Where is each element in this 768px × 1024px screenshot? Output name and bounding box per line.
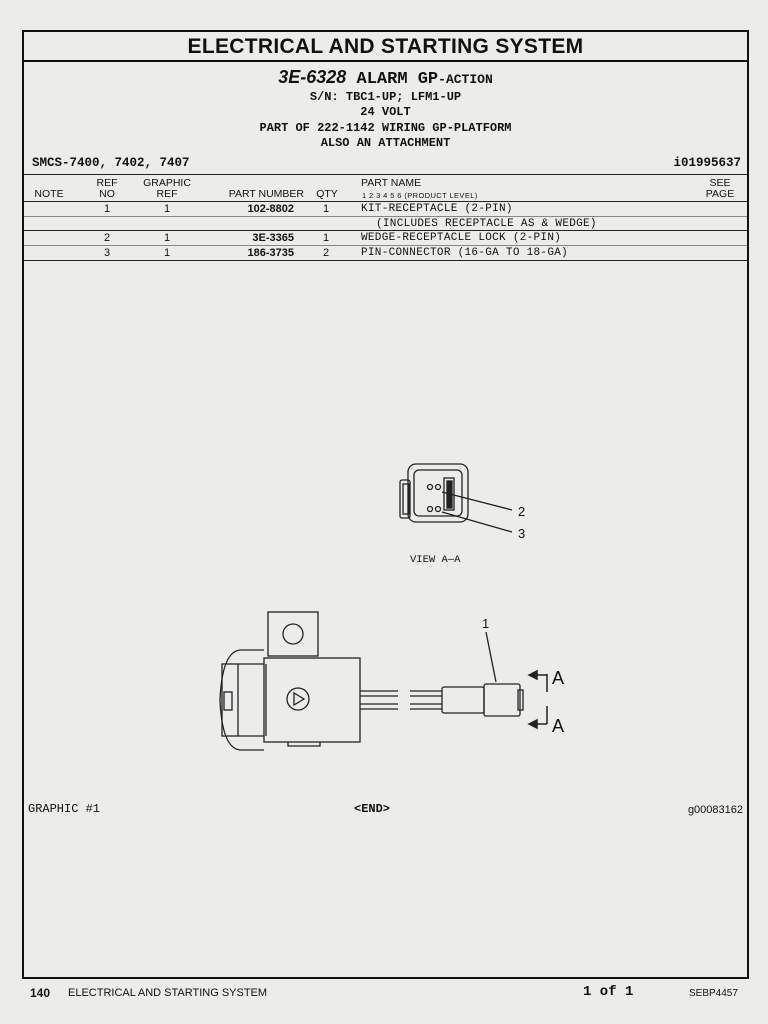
end-marker: <END> <box>354 802 391 816</box>
group-heading: 3E-6328 ALARM GP-ACTION <box>24 67 747 89</box>
footer-section-name: ELECTRICAL AND STARTING SYSTEM <box>68 987 268 999</box>
row-part-number: 102-8802 <box>247 203 295 215</box>
page-title: ELECTRICAL AND STARTING SYSTEM <box>24 32 747 62</box>
graphic-number: g00083162 <box>687 804 743 816</box>
page-number: 140 <box>30 986 51 1000</box>
table-row: 1 1 102-8802 1 KIT-RECEPTACLE (2-PIN) <box>24 202 747 216</box>
page-count: 1 of 1 <box>583 984 634 1000</box>
row-qty: 1 <box>322 203 330 215</box>
parts-illustration: 2 3 1 A A VIEW A—A <box>219 463 564 751</box>
row-rule <box>24 216 747 217</box>
part-of: PART OF 222-1142 WIRING GP-PLATFORM <box>259 121 512 135</box>
group-name: ALARM GP <box>356 70 439 89</box>
col-header-product-level: 1 2 3 4 5 6 (PRODUCT LEVEL) <box>362 191 478 200</box>
row-ref: 1 <box>103 203 111 215</box>
callout-2: 2 <box>518 504 525 519</box>
col-header-ref-2: NO <box>99 188 115 200</box>
alarm-body <box>219 611 361 751</box>
wire-harness <box>360 631 524 717</box>
group-suffix: -ACTION <box>438 72 493 87</box>
row-part-number: 186-3735 <box>247 247 295 259</box>
smcs-codes: SMCS-7400, 7402, 7407 <box>32 156 190 170</box>
col-header-ref-1: REF <box>96 177 118 189</box>
table-top-rule <box>24 174 747 175</box>
row-part-number: 3E-3365 <box>252 232 294 244</box>
col-header-graphic-2: REF <box>156 188 178 200</box>
col-header-graphic-1: GRAPHIC <box>143 177 191 189</box>
row-ref: 2 <box>103 232 111 244</box>
row-qty: 1 <box>322 232 330 244</box>
col-header-qty: QTY <box>316 188 338 200</box>
table-row: 2 1 3E-3365 1 WEDGE-RECEPTACLE LOCK (2-P… <box>24 231 747 245</box>
row-rule <box>24 230 747 231</box>
attachment-note: ALSO AN ATTACHMENT <box>320 136 451 150</box>
group-part-number: 3E-6328 <box>278 67 347 87</box>
row-qty: 2 <box>322 247 330 259</box>
table-bottom-rule <box>24 260 747 261</box>
col-header-note: NOTE <box>34 188 64 200</box>
callout-1: 1 <box>482 616 489 631</box>
table-row: (INCLUDES RECEPTACLE AS & WEDGE) <box>24 217 747 231</box>
table-row: 3 1 186-3735 2 PIN-CONNECTOR (16-GA TO 1… <box>24 246 747 260</box>
row-part-name: WEDGE-RECEPTACLE LOCK (2-PIN) <box>361 232 562 244</box>
voltage: 24 VOLT <box>360 105 411 119</box>
row-graphic-ref: 1 <box>163 232 171 244</box>
col-header-see-2: PAGE <box>705 188 735 200</box>
col-header-see-1: SEE <box>709 177 731 189</box>
header-bottom-rule <box>24 201 747 202</box>
document-ident: i01995637 <box>673 156 741 170</box>
section-indicator <box>527 669 548 730</box>
section-label-top: A <box>552 668 564 688</box>
row-rule <box>24 245 747 246</box>
row-graphic-ref: 1 <box>163 203 171 215</box>
col-header-part-name: PART NAME <box>361 177 422 189</box>
row-part-name: PIN-CONNECTOR (16-GA TO 18-GA) <box>361 247 569 259</box>
page-frame: ELECTRICAL AND STARTING SYSTEM 3E-6328 A… <box>22 30 749 979</box>
view-label: VIEW A—A <box>410 554 461 566</box>
connector-end-view <box>399 463 513 533</box>
row-part-name: KIT-RECEPTACLE (2-PIN) <box>361 203 513 215</box>
graphic-label: GRAPHIC #1 <box>28 802 101 816</box>
callout-3: 3 <box>518 526 525 541</box>
section-label-bottom: A <box>552 716 564 736</box>
serial-range: S/N: TBC1-UP; LFM1-UP <box>309 90 462 104</box>
document-id: SEBP4457 <box>689 988 738 999</box>
row-graphic-ref: 1 <box>163 247 171 259</box>
col-header-part-number: PART NUMBER <box>228 188 304 200</box>
row-part-name: (INCLUDES RECEPTACLE AS & WEDGE) <box>376 218 597 230</box>
row-ref: 3 <box>103 247 111 259</box>
